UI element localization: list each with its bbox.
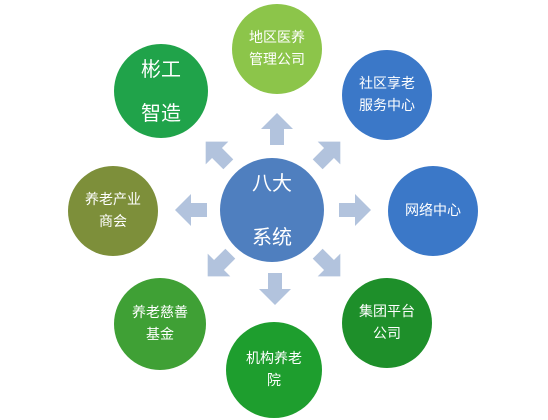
arrow-shape	[207, 248, 236, 277]
center-line-1: 八大	[252, 171, 292, 195]
community-elderly-service-center-node: 社区享老 服务中心	[342, 50, 432, 140]
node-label-line-2: 商会	[99, 214, 127, 230]
network-center-node: 网络中心	[388, 166, 478, 256]
arrow-shape	[339, 194, 371, 226]
arrow-down-left-icon	[207, 248, 236, 277]
arrow-down-icon	[259, 273, 291, 305]
arrow-shape	[312, 141, 341, 170]
nursing-home-institution-node: 机构养老 院	[226, 322, 322, 418]
node-label-line-1: 集团平台	[359, 304, 415, 320]
arrow-shape	[261, 113, 293, 145]
arrow-shape	[259, 273, 291, 305]
arrow-shape	[205, 141, 234, 170]
node-label-line-1: 机构养老	[246, 351, 302, 367]
node-label-line-2: 基金	[146, 327, 174, 343]
arrow-up-right-icon	[312, 141, 341, 170]
node-label-line-1: 彬工	[141, 57, 181, 81]
binggong-manufacturing-node: 彬工 智造	[114, 44, 208, 138]
center-line-2: 系统	[252, 225, 292, 249]
node-label-line-2: 智造	[141, 101, 181, 125]
node-label-line-1: 养老产业	[85, 192, 141, 208]
node-label-line-1: 养老慈善	[132, 305, 188, 321]
arrow-up-icon	[261, 113, 293, 145]
elderly-charity-fund-node: 养老慈善 基金	[114, 278, 206, 370]
arrow-up-left-icon	[205, 141, 234, 170]
center-node: 八大 系统	[220, 158, 324, 262]
node-label-line-2: 公司	[373, 326, 401, 342]
node-label-line-2: 院	[267, 373, 281, 389]
node-label-line-2: 服务中心	[359, 98, 415, 114]
arrow-right-icon	[339, 194, 371, 226]
arrow-left-icon	[175, 194, 207, 226]
elderly-industry-chamber-node: 养老产业 商会	[68, 166, 158, 256]
node-label-line-1: 社区享老	[359, 76, 415, 92]
node-label-line-1: 地区医养	[249, 30, 305, 46]
group-platform-company-node: 集团平台 公司	[342, 278, 432, 368]
arrow-down-right-icon	[312, 248, 341, 277]
node-label-line-2: 管理公司	[249, 52, 305, 68]
arrow-shape	[312, 248, 341, 277]
arrow-shape	[175, 194, 207, 226]
regional-medical-management-node: 地区医养 管理公司	[232, 4, 322, 94]
node-label-line-1: 网络中心	[405, 203, 461, 219]
